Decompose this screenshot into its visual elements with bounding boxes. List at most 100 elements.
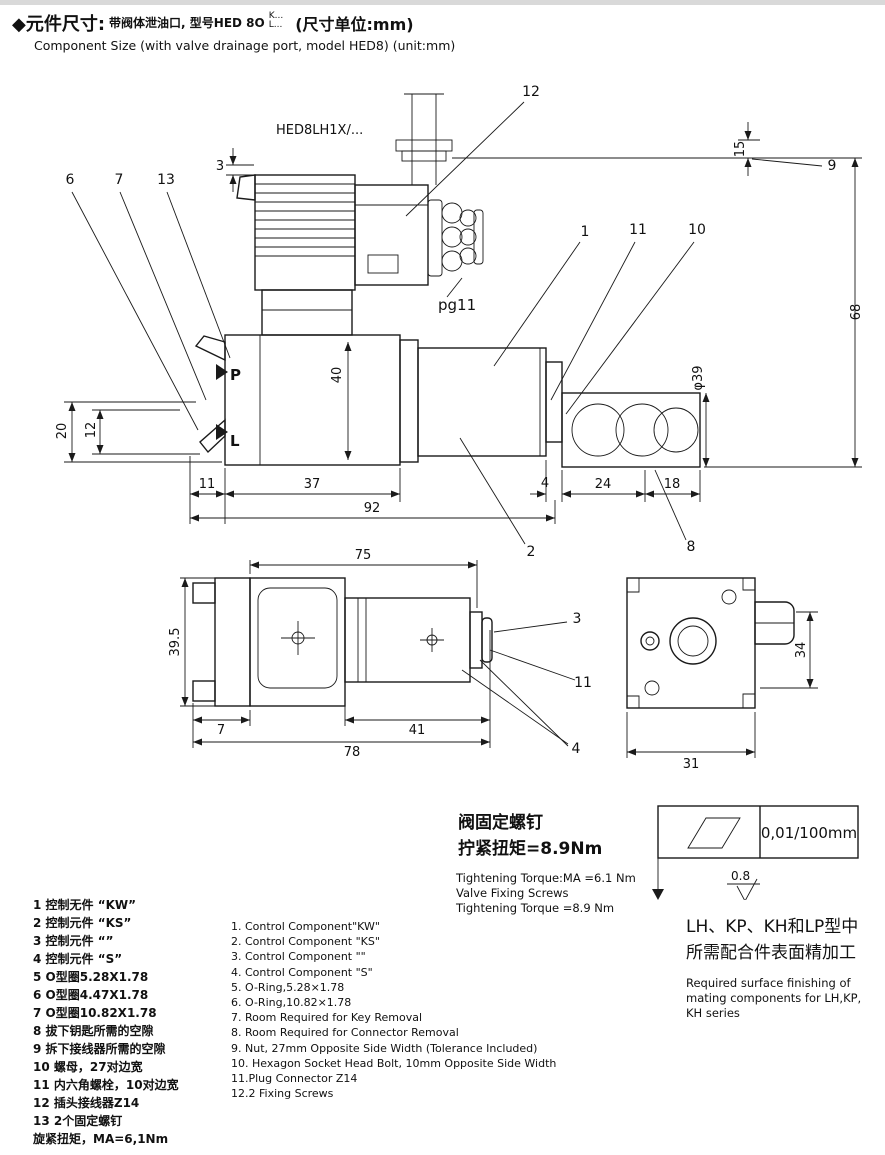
dim-4-label: 4	[541, 476, 549, 491]
port-key-top	[194, 335, 226, 362]
dim-24-label: 24	[595, 477, 612, 492]
dim-3-label: 3	[216, 159, 224, 174]
main-view: HED8LH1X/... 15 9 12	[55, 84, 864, 560]
page-edge-strip	[0, 0, 885, 5]
callout-11: 11	[629, 222, 647, 238]
bottom-dim-lines	[190, 490, 700, 522]
callout-9-leader	[751, 158, 823, 167]
callout-8-leader	[654, 469, 687, 541]
note-line: 阀固定螺钉	[458, 813, 543, 833]
callout-11b: 11	[574, 675, 592, 691]
pressure-switch	[399, 339, 701, 468]
dim-20-label: 20	[55, 423, 70, 440]
callout-3: 3	[573, 611, 582, 627]
callout-3-leader	[493, 621, 568, 633]
pg11-label: pg11	[438, 296, 476, 314]
surface-finish-note-zh: LH、KP、KH和LP型中 所需配合件表面精加工	[686, 914, 858, 966]
flatness-value: 0,01/100mm	[761, 824, 857, 842]
callout-8: 8	[687, 539, 696, 555]
legend-item: 11.Plug Connector Z14	[231, 1072, 358, 1086]
bolt-hole-top	[721, 589, 737, 605]
header: ◆元件尺寸: 带阀体泄油口, 型号HED 8O K... L... (尺寸单位:…	[12, 10, 632, 54]
callout-10: 10	[688, 222, 706, 238]
note-line: KH series	[686, 1006, 740, 1020]
roughness-check-icon	[736, 878, 758, 900]
flatness-arrow	[652, 889, 664, 900]
top-view-bottom-ext	[192, 630, 491, 748]
callout-12: 12	[522, 84, 540, 100]
mount-tab-lower	[192, 680, 216, 702]
dim-78-label: 78	[344, 745, 361, 760]
note-line: Tightening Torque =8.9 Nm	[456, 901, 615, 915]
surface-finish-note-en: Required surface finishing of mating com…	[686, 976, 861, 1021]
legend-item: 2 控制元件 “KS”	[33, 916, 132, 930]
callout-4: 4	[572, 741, 581, 757]
roughness-symbol: 0.8	[727, 869, 760, 900]
connector-tab	[236, 174, 256, 201]
callout-13: 13	[157, 172, 175, 188]
legend-item: 8 拔下钥匙所需的空隙	[33, 1024, 154, 1038]
note-line: Required surface finishing of	[686, 976, 851, 990]
top-view-bottom-dims	[193, 716, 490, 746]
model-variant-k: K...	[268, 11, 284, 21]
dim-31-ext	[626, 712, 756, 758]
connector-crosshair	[281, 621, 315, 655]
note-line: Tightening Torque:MA =6.1 Nm	[456, 871, 636, 885]
mount-plate	[214, 577, 251, 707]
page-title: ◆元件尺寸:	[12, 14, 106, 35]
legend-item: 13 2个固定螺钉	[33, 1114, 123, 1128]
legend-item: 4 控制元件 “S”	[33, 952, 123, 966]
dim-20-12-ext	[64, 401, 222, 463]
hex-nut-section	[561, 392, 701, 468]
port-l-arrow	[216, 424, 228, 440]
pg11-leader	[446, 277, 463, 298]
subtitle-zh: 带阀体泄油口, 型号HED 8O	[109, 16, 265, 30]
legend-item: 7 O型圈10.82X1.78	[33, 1006, 157, 1020]
switch-cylinder	[417, 347, 547, 457]
top-view: 75 39.5 7 41 78	[168, 548, 592, 760]
legend-item: 6. O-Ring,10.82×1.78	[231, 996, 352, 1010]
dim-phi39-label: φ39	[691, 365, 706, 390]
dim-7-label: 7	[217, 723, 225, 738]
legend-chinese: 1 控制无件 “KW” 2 控制元件 “KS” 3 控制元件 “” 4 控制元件…	[33, 896, 179, 1148]
dim-34-label: 34	[794, 642, 809, 659]
mount-tab-upper	[192, 582, 216, 604]
dim-41-label: 41	[409, 723, 426, 738]
side-tab	[754, 601, 795, 645]
dim-92-label: 92	[364, 501, 381, 516]
legend-item: 8. Room Required for Connector Removal	[231, 1026, 459, 1040]
dim-75-ext	[249, 560, 478, 608]
switch-tip	[481, 617, 493, 663]
note-line: 所需配合件表面精加工	[686, 943, 856, 963]
dim-75-label: 75	[355, 548, 372, 563]
legend-item: 11 内六角螺栓，10对边宽	[33, 1078, 179, 1092]
legend-item: 3. Control Component ""	[231, 950, 366, 964]
dim-12-label: 12	[84, 422, 99, 439]
legend-item: 9. Nut, 27mm Opposite Side Width (Tolera…	[231, 1041, 538, 1055]
port-p-label: P	[230, 366, 241, 384]
connector-housing	[236, 174, 429, 291]
dim-15-label: 15	[733, 141, 748, 158]
switch-top	[344, 597, 471, 683]
legend-item: 10 螺母，27对边宽	[33, 1060, 143, 1074]
model-label: HED8LH1X/...	[276, 123, 363, 138]
callout-6: 6	[66, 172, 75, 188]
unit-label: (尺寸单位:mm)	[295, 15, 414, 34]
valve-neck	[261, 289, 353, 336]
note-line: Valve Fixing Screws	[456, 886, 569, 900]
legend-item: 9 拆下接线器所需的空隙	[33, 1042, 166, 1056]
technical-drawing: HED8LH1X/... 15 9 12	[55, 84, 864, 900]
legend-item: 4. Control Component "S"	[231, 965, 373, 979]
callout-1-11-10-leaders	[493, 241, 695, 415]
connector-face	[257, 587, 338, 689]
flatness-icon	[687, 817, 741, 849]
valve-screw-note-zh: 阀固定螺钉 拧紧扭矩=8.9Nm	[458, 810, 602, 862]
flatness-symbol-box: 0,01/100mm	[652, 805, 859, 900]
callout-4-leaders	[461, 659, 569, 747]
dim-31-label: 31	[683, 757, 700, 772]
roughness-value: 0.8	[731, 869, 750, 883]
dim-11-label: 11	[199, 477, 216, 492]
legend-item: 5. O-Ring,5.28×1.78	[231, 980, 345, 994]
note-line: mating components for LH,KP,	[686, 991, 862, 1005]
legend-item: 1 控制无件 “KW”	[33, 898, 137, 912]
